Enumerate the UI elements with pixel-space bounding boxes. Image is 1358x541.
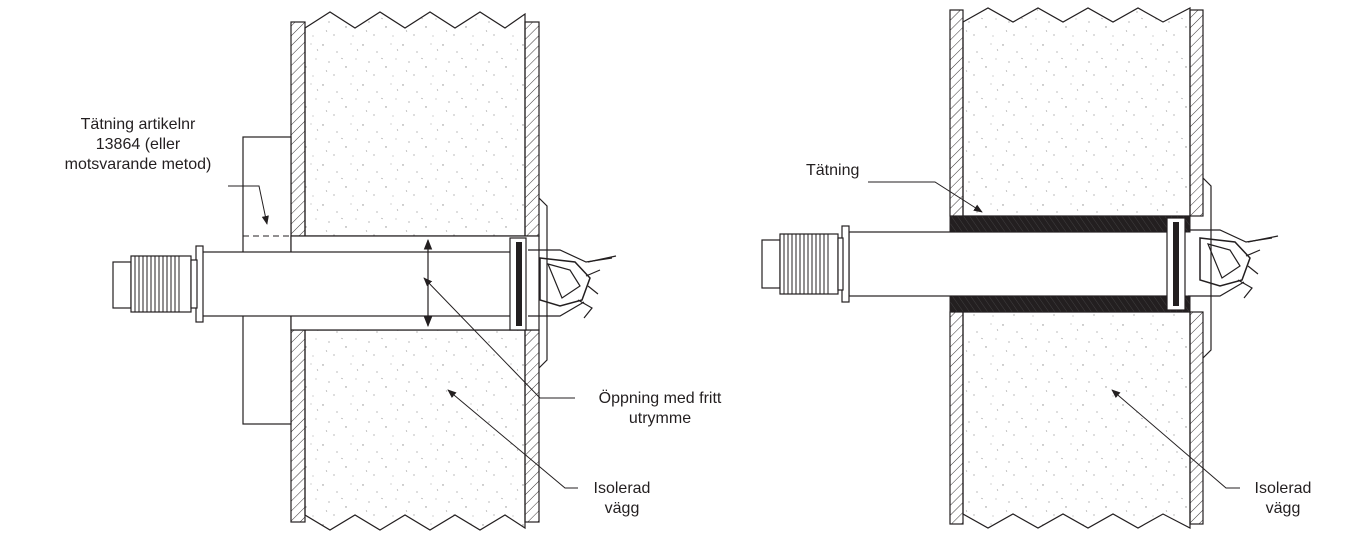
left-opening-leader (423, 277, 575, 399)
right-seal-top (949, 215, 1191, 233)
left-diagram (112, 11, 617, 531)
left-seal-label: Tätning artikelnr 13864 (eller motsvaran… (48, 115, 228, 175)
left-sprinkler-head (509, 197, 617, 369)
left-wall-leader (447, 389, 578, 489)
right-diagram (761, 7, 1279, 529)
left-wall-skin-left-top (290, 21, 306, 237)
right-insulation-bottom (962, 311, 1191, 529)
left-wall-skin-right-top (524, 21, 540, 237)
right-seal-label: Tätning (806, 162, 860, 179)
left-wall-label-line-1: Isolerad (593, 480, 651, 497)
right-seal-leader (868, 181, 983, 213)
left-opening-label: Öppning med fritt utrymme (580, 389, 740, 429)
right-wall-skin-left-top (949, 9, 964, 217)
left-seal-label-line-1: Tätning artikelnr (80, 116, 196, 133)
right-sprinkler-head (1166, 177, 1279, 359)
right-seal-bottom (949, 295, 1191, 313)
right-wall-label-line-1: Isolerad (1254, 480, 1312, 497)
right-wall-skin-left-bottom (949, 311, 964, 525)
left-wall-skin-right-bottom (524, 329, 540, 523)
left-seal-label-line-2: 13864 (eller (95, 136, 181, 153)
left-threaded-coupling (112, 255, 198, 313)
left-seal-leader (228, 185, 269, 225)
left-insulation-top (304, 11, 526, 237)
left-seal-label-line-3: motsvarande metod) (64, 156, 212, 173)
right-insulation-top (962, 7, 1191, 217)
left-wall-label: Isolerad vägg (582, 479, 662, 519)
right-wall-label: Isolerad vägg (1243, 479, 1323, 519)
right-threaded-coupling (761, 233, 844, 295)
right-wall-skin-right-top (1189, 9, 1204, 217)
left-opening-label-line-2: utrymme (628, 410, 692, 427)
right-wall-leader (1111, 389, 1240, 489)
right-wall-label-line-2: vägg (1265, 500, 1301, 517)
right-pipe (848, 231, 1176, 297)
right-wall-skin-right-bottom (1189, 311, 1204, 525)
left-wall-label-line-2: vägg (604, 500, 640, 517)
left-pipe (201, 251, 519, 317)
left-insulation-bottom (304, 329, 526, 531)
left-opening-label-line-1: Öppning med fritt (598, 390, 722, 407)
left-wall-skin-left-bottom (290, 329, 306, 523)
